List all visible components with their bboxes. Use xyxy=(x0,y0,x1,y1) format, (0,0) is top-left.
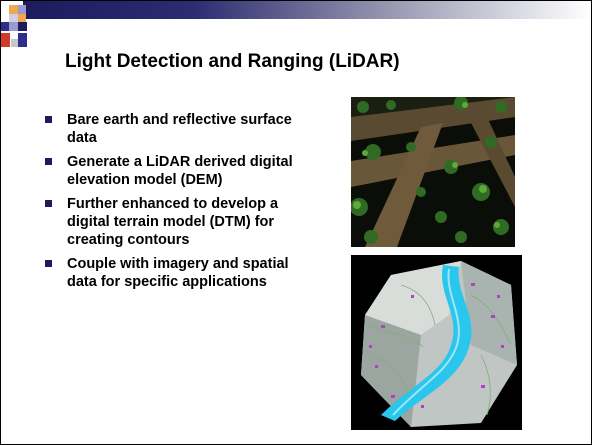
bullet-item: Couple with imagery and spatial data for… xyxy=(45,255,315,291)
corner-decoration xyxy=(1,1,41,53)
bullet-text: Generate a LiDAR derived digital elevati… xyxy=(67,154,293,188)
bullet-square-icon xyxy=(45,158,52,165)
bullet-list: Bare earth and reflective surface data G… xyxy=(45,111,315,297)
bullet-item: Bare earth and reflective surface data xyxy=(45,111,315,147)
bullet-square-icon xyxy=(45,260,52,267)
slide-title: Light Detection and Ranging (LiDAR) xyxy=(65,51,400,72)
dtm-terrain-model-image xyxy=(351,255,522,430)
lidar-point-cloud-image xyxy=(351,97,515,247)
bullet-square-icon xyxy=(45,200,52,207)
bullet-item: Generate a LiDAR derived digital elevati… xyxy=(45,153,315,189)
bullet-text: Couple with imagery and spatial data for… xyxy=(67,256,289,290)
bullet-text: Further enhanced to develop a digital te… xyxy=(67,196,279,248)
bullet-text: Bare earth and reflective surface data xyxy=(67,112,292,146)
header-gradient-bar xyxy=(23,1,591,19)
bullet-square-icon xyxy=(45,116,52,123)
bullet-item: Further enhanced to develop a digital te… xyxy=(45,195,315,249)
